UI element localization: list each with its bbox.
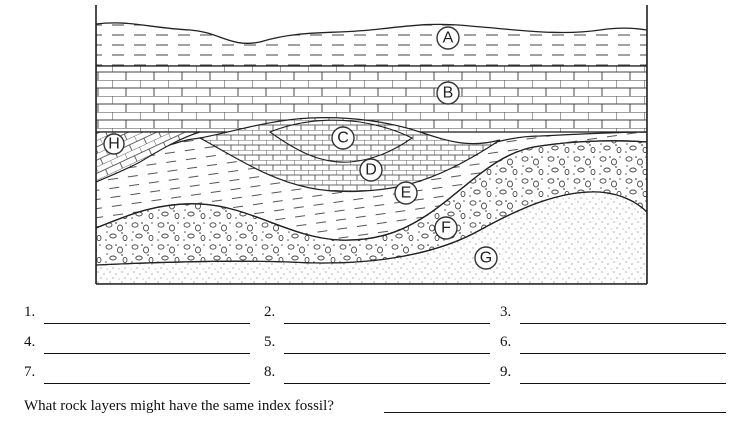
answer-line-5[interactable] xyxy=(284,353,490,354)
label-f-text: F xyxy=(441,220,451,237)
label-g-text: G xyxy=(480,250,492,267)
answer-line-7[interactable] xyxy=(44,383,250,384)
label-b: B xyxy=(436,81,460,105)
blank-number: 7. xyxy=(24,364,36,380)
label-g: G xyxy=(474,246,498,270)
blank-row-2: 4. 5. 6. xyxy=(0,334,755,358)
label-h: H xyxy=(103,133,125,155)
label-a-text: A xyxy=(443,30,454,47)
blank-number: 4. xyxy=(24,334,36,350)
blank-row-1: 1. 2. 3. xyxy=(0,304,755,328)
answer-line-4[interactable] xyxy=(44,353,250,354)
blank-number: 2. xyxy=(264,304,276,320)
label-c-text: C xyxy=(337,130,349,147)
blank-number: 3. xyxy=(500,304,512,320)
question-text: What rock layers might have the same ind… xyxy=(24,398,334,414)
label-e: E xyxy=(394,181,418,205)
rock-layers-diagram: A B C D E F G H xyxy=(95,5,648,285)
answer-line-9[interactable] xyxy=(520,383,726,384)
blank-number: 6. xyxy=(500,334,512,350)
label-e-text: E xyxy=(401,185,412,202)
blank-number: 5. xyxy=(264,334,276,350)
label-f: F xyxy=(434,216,458,240)
blank-number: 9. xyxy=(500,364,512,380)
label-b-text: B xyxy=(443,85,454,102)
answer-line-3[interactable] xyxy=(520,323,726,324)
answer-line-6[interactable] xyxy=(520,353,726,354)
label-c: C xyxy=(331,126,355,150)
answer-line-2[interactable] xyxy=(284,323,490,324)
label-a: A xyxy=(436,26,460,50)
layer-a xyxy=(96,22,647,67)
blank-number: 1. xyxy=(24,304,36,320)
label-d-text: D xyxy=(365,162,377,179)
blank-row-3: 7. 8. 9. xyxy=(0,364,755,388)
question-answer-line[interactable] xyxy=(384,412,726,413)
label-h-text: H xyxy=(108,136,120,153)
blank-number: 8. xyxy=(264,364,276,380)
answer-line-8[interactable] xyxy=(284,383,490,384)
label-d: D xyxy=(359,158,383,182)
answer-line-1[interactable] xyxy=(44,323,250,324)
